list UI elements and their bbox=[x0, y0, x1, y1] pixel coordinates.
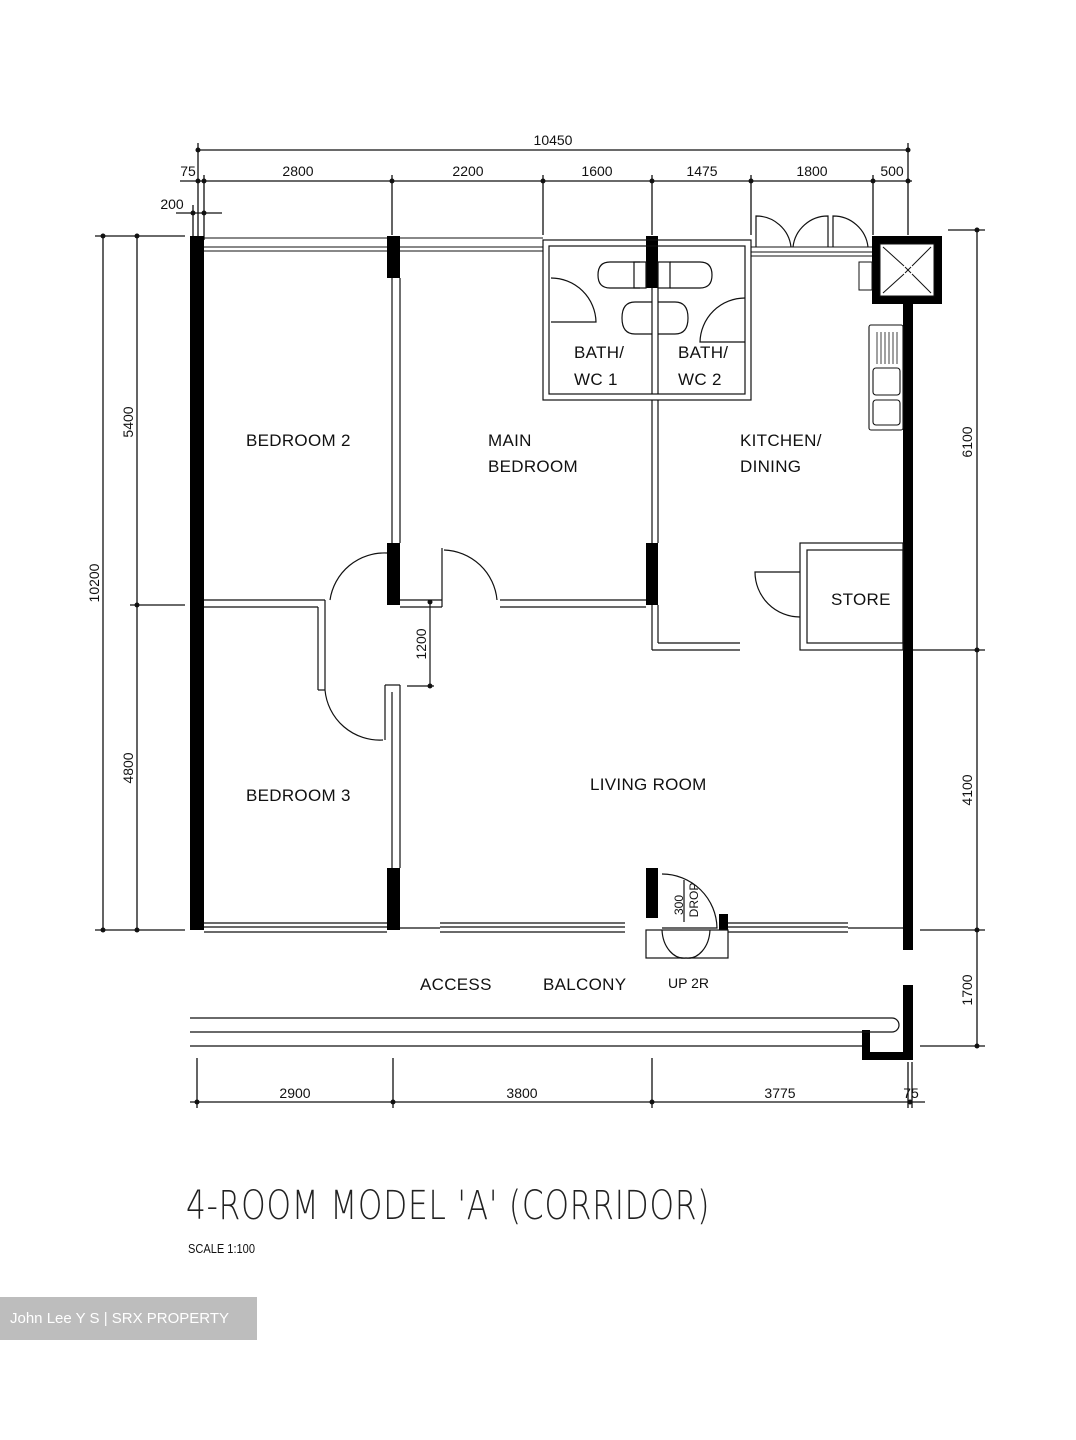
duct-cross-icon bbox=[882, 246, 932, 294]
dim-left-overall: 10200 bbox=[86, 563, 102, 602]
kitchen-windows bbox=[755, 215, 869, 248]
drawing-scale: SCALE 1:100 bbox=[188, 1241, 255, 1256]
dim-corridor: 1200 bbox=[413, 628, 429, 659]
dim-bottom-3: 75 bbox=[903, 1085, 919, 1101]
label-kitchen-2: DINING bbox=[740, 457, 801, 476]
dim-bottom-1: 3800 bbox=[506, 1085, 537, 1101]
label-store: STORE bbox=[831, 590, 891, 609]
bathroom-fixtures bbox=[550, 261, 746, 343]
label-main-bedroom-2: BEDROOM bbox=[488, 457, 578, 476]
kitchen-sink bbox=[868, 324, 904, 431]
label-door-drop: DROP bbox=[687, 883, 701, 918]
dim-bottom-2: 3775 bbox=[764, 1085, 795, 1101]
dim-top-0: 75 bbox=[180, 163, 196, 179]
dim-top-wall: 200 bbox=[160, 196, 184, 212]
dim-right-2: 1700 bbox=[959, 974, 975, 1005]
dim-bottom-0: 2900 bbox=[279, 1085, 310, 1101]
dim-door-drop: 300 bbox=[672, 895, 686, 915]
dim-top-4: 1475 bbox=[686, 163, 717, 179]
label-kitchen-1: KITCHEN/ bbox=[740, 431, 822, 450]
partition-walls bbox=[190, 239, 904, 1047]
label-bath-2a: BATH/ bbox=[678, 343, 728, 362]
dim-left-0: 5400 bbox=[120, 406, 136, 437]
structural-columns bbox=[387, 236, 728, 930]
dim-top-6: 500 bbox=[880, 163, 904, 179]
room-doors bbox=[324, 549, 801, 959]
label-balcony: BALCONY bbox=[543, 975, 626, 994]
dim-top-5: 1800 bbox=[796, 163, 827, 179]
dim-left-1: 4800 bbox=[120, 752, 136, 783]
dim-top-3: 1600 bbox=[581, 163, 612, 179]
label-access: ACCESS bbox=[420, 975, 492, 994]
dim-top-2: 2200 bbox=[452, 163, 483, 179]
dim-top-1: 2800 bbox=[282, 163, 313, 179]
watermark: John Lee Y S | SRX PROPERTY bbox=[0, 1297, 257, 1340]
label-main-bedroom-1: MAIN bbox=[488, 431, 532, 450]
label-up-2r: UP 2R bbox=[668, 975, 709, 991]
label-bath-1b: WC 1 bbox=[574, 370, 618, 389]
exterior-walls bbox=[190, 236, 942, 1060]
label-bath-2b: WC 2 bbox=[678, 370, 722, 389]
dim-top-overall: 10450 bbox=[534, 132, 573, 148]
label-bath-1a: BATH/ bbox=[574, 343, 624, 362]
label-living-room: LIVING ROOM bbox=[590, 775, 707, 794]
label-bedroom-3: BEDROOM 3 bbox=[246, 786, 351, 805]
drawing-title: 4-ROOM MODEL 'A' (CORRIDOR) bbox=[186, 1183, 711, 1229]
dim-right-1: 4100 bbox=[959, 774, 975, 805]
label-bedroom-2: BEDROOM 2 bbox=[246, 431, 351, 450]
dim-right-0: 6100 bbox=[959, 426, 975, 457]
